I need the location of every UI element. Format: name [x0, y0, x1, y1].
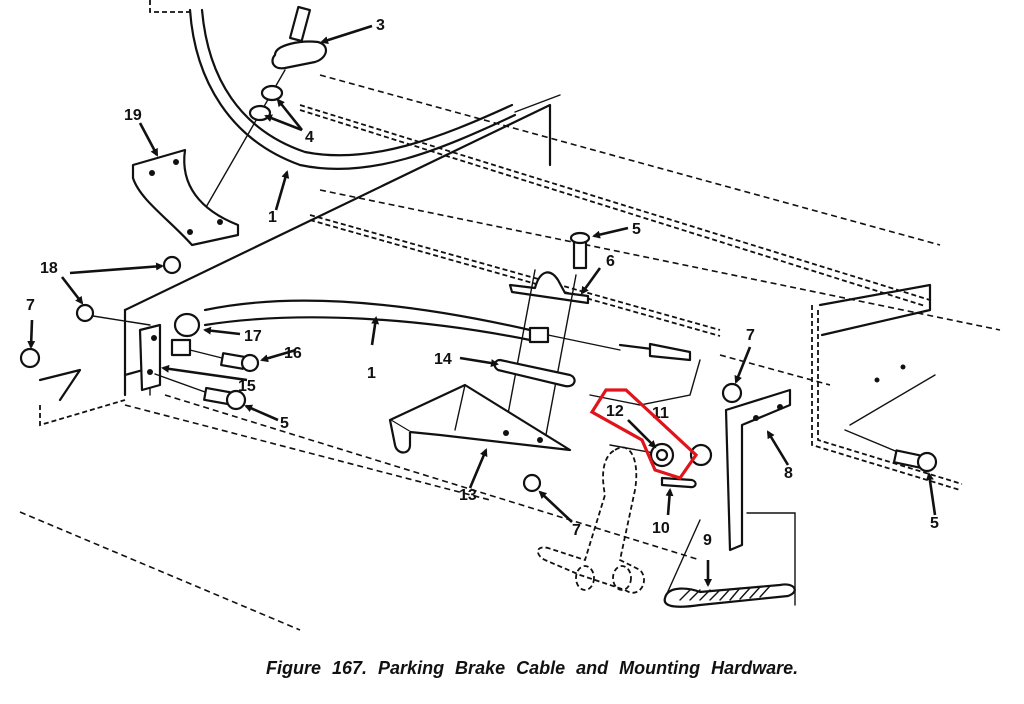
highlight-outline-item-12 — [589, 388, 699, 480]
clamp-6 — [504, 269, 590, 441]
nuts-18 — [75, 255, 182, 326]
nut-12 — [649, 442, 675, 468]
figure-caption: Figure 167. Parking Brake Cable and Moun… — [266, 658, 799, 678]
callout-17: 17 — [244, 328, 262, 345]
callout-15: 15 — [238, 378, 256, 395]
nut-7-left — [19, 347, 41, 369]
callout-12: 12 — [606, 403, 624, 420]
callout-19: 19 — [124, 107, 142, 124]
brake-lever-phantom — [536, 446, 645, 594]
bracket-8 — [724, 388, 796, 606]
cotter-pin-10 — [660, 476, 697, 489]
plate-19 — [131, 148, 240, 247]
crossmember — [811, 283, 963, 491]
bracket-15 — [138, 323, 162, 392]
bolt-5-right — [892, 449, 938, 473]
callout-7-middle: 7 — [572, 522, 581, 539]
clamp-17 — [170, 312, 201, 357]
frame-rail — [38, 103, 552, 427]
nut-7-right — [721, 382, 743, 404]
callout-5-left: 5 — [280, 415, 289, 432]
nut-7-middle — [522, 473, 542, 493]
brake-cable-lower — [203, 299, 692, 362]
callout-4: 4 — [305, 129, 314, 146]
callout-3: 3 — [376, 17, 385, 34]
callout-5-right: 5 — [930, 515, 939, 532]
leader-arrows — [27, 24, 937, 587]
callout-7-right: 7 — [746, 327, 755, 344]
callout-11: 11 — [652, 405, 669, 422]
clamp-3 — [189, 5, 327, 236]
callout-1-lower: 1 — [367, 365, 376, 382]
callout-13: 13 — [459, 487, 477, 504]
bolt-5-left — [154, 373, 247, 411]
bolt-5-top — [569, 231, 591, 270]
brake-cable-upper — [149, 0, 561, 171]
callout-9: 9 — [703, 532, 712, 549]
frame-phantom-lines — [19, 74, 1001, 631]
callouts: 3 4 19 1 18 7 17 16 15 5 1 5 6 14 13 7 1… — [26, 17, 939, 549]
callout-1-upper: 1 — [268, 209, 277, 226]
callout-7-left: 7 — [26, 297, 35, 314]
clamp-14 — [493, 358, 576, 388]
bolt-16 — [189, 349, 260, 373]
callout-6: 6 — [606, 253, 615, 270]
callout-5-top: 5 — [632, 221, 641, 238]
callout-10: 10 — [652, 520, 670, 537]
bracket-13 — [388, 383, 572, 454]
callout-16: 16 — [284, 345, 302, 362]
callout-8: 8 — [784, 465, 793, 482]
callout-14: 14 — [434, 351, 452, 368]
spring-9 — [663, 519, 796, 608]
callout-18: 18 — [40, 260, 58, 277]
